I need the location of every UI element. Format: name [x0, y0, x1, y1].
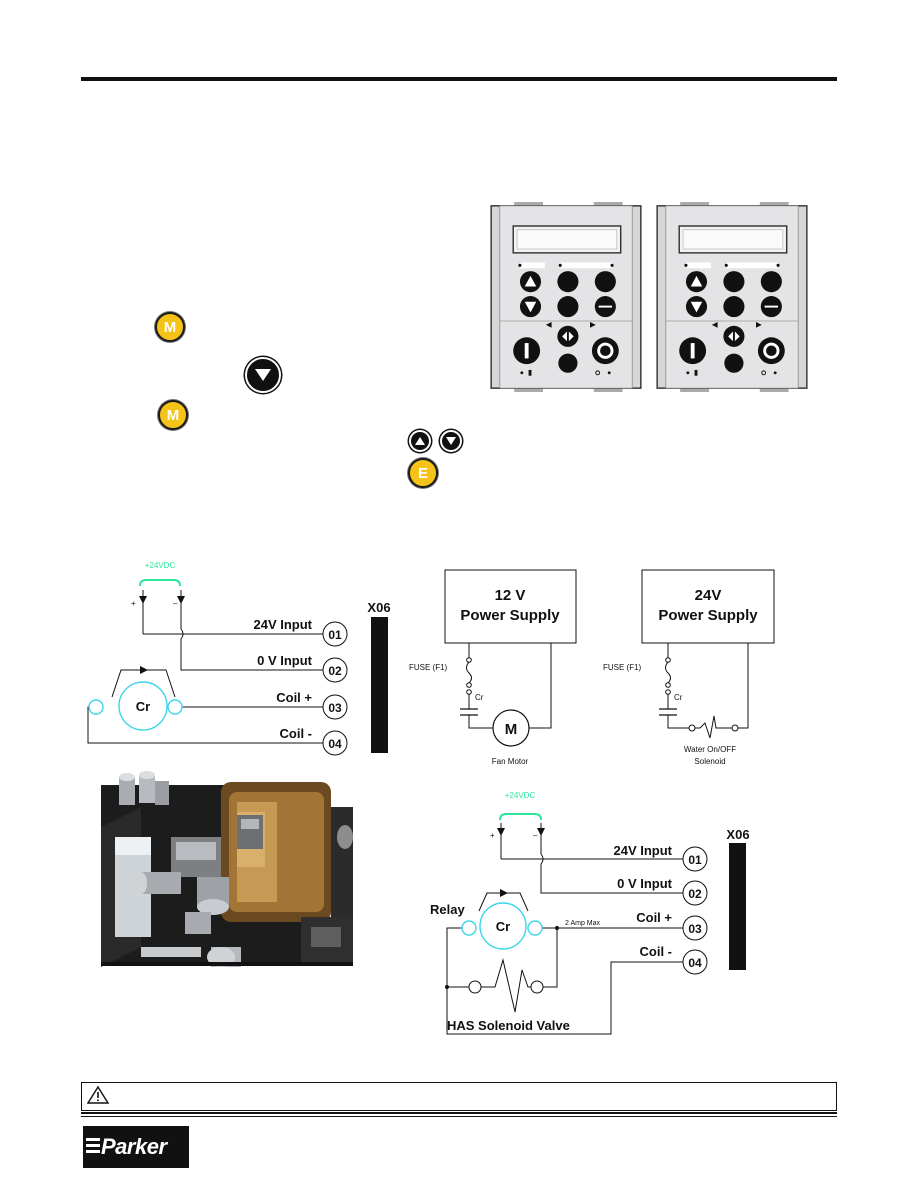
terminal-number: 02	[328, 664, 342, 678]
terminal-number: 03	[688, 922, 702, 936]
footer-rule	[81, 1116, 837, 1117]
relay-contact-label: Cr	[475, 693, 484, 702]
minus-label: –	[173, 599, 178, 608]
terminal-number: 04	[328, 737, 342, 751]
relay-contact-label: Cr	[674, 693, 683, 702]
plus-label: +	[131, 599, 136, 608]
parker-logo	[83, 1126, 189, 1168]
terminal-number: 04	[688, 956, 702, 970]
solenoid-valve-photo	[101, 767, 353, 980]
terminal-number: 01	[328, 628, 342, 642]
fan-motor-circuit: 12 V Power Supply FUSE (F1) Cr M Fan Mot…	[409, 569, 577, 766]
load-label: Solenoid	[694, 757, 725, 766]
footer-rule	[81, 1112, 837, 1114]
fuse-label: FUSE (F1)	[603, 663, 642, 672]
terminal-label: Coil +	[636, 910, 672, 925]
terminal-block-label: X06	[367, 600, 390, 615]
terminal-number: 03	[328, 701, 342, 715]
menu-key-icon: M	[155, 312, 185, 342]
terminal-label: 0 V Input	[617, 876, 673, 891]
supply-title: Power Supply	[460, 607, 560, 624]
terminal-label: 0 V Input	[257, 653, 313, 668]
terminal-block-label: X06	[726, 827, 749, 842]
enter-key-icon: E	[408, 458, 438, 488]
supply-label: +24VDC	[505, 791, 536, 800]
supply-title: 24V	[695, 587, 722, 604]
warning-note-box	[81, 1082, 837, 1111]
supply-title: 12 V	[495, 587, 526, 604]
terminal-label: 24V Input	[253, 617, 312, 632]
minus-label: –	[533, 831, 538, 840]
parker-logo-mark	[86, 1138, 100, 1153]
terminal-label: Coil -	[280, 726, 313, 741]
valve-label: HAS Solenoid Valve	[447, 1018, 570, 1033]
keypad-panel-right	[656, 202, 808, 392]
left-wiring-diagram: +24VDC + – Cr 24V Input 0 V Input Coil +…	[87, 561, 391, 756]
terminal-label: Coil +	[276, 690, 312, 705]
terminal-number: 01	[688, 853, 702, 867]
supply-title: Power Supply	[658, 607, 758, 624]
relay-title: Relay	[430, 902, 465, 917]
terminal-label: Coil -	[640, 944, 673, 959]
relay-label: Cr	[136, 699, 150, 714]
load-label: Water On/OFF	[684, 745, 736, 754]
terminal-label: 24V Input	[613, 843, 672, 858]
has-solenoid-wiring-diagram: +24VDC + – 2 Amp Max Cr Relay HAS Soleno…	[430, 791, 750, 1035]
menu-key-icon: M	[158, 400, 188, 430]
header-rule	[81, 77, 837, 81]
current-rating-note: 2 Amp Max	[565, 920, 601, 927]
terminal-number: 02	[688, 887, 702, 901]
down-arrow-key-icon	[440, 430, 462, 452]
warning-triangle-icon	[87, 1085, 109, 1104]
plus-label: +	[490, 831, 495, 840]
supply-label: +24VDC	[145, 561, 176, 570]
water-solenoid-circuit: 24V Power Supply FUSE (F1) Cr Water On/O…	[603, 569, 775, 766]
relay-label: Cr	[496, 919, 510, 934]
motor-icon: M	[505, 721, 518, 738]
load-label: Fan Motor	[492, 757, 529, 766]
down-arrow-key-icon	[245, 357, 281, 393]
fuse-label: FUSE (F1)	[409, 663, 448, 672]
up-arrow-key-icon	[409, 430, 431, 452]
brand-name: Parker	[101, 1134, 167, 1159]
keypad-panel-left	[490, 202, 642, 392]
